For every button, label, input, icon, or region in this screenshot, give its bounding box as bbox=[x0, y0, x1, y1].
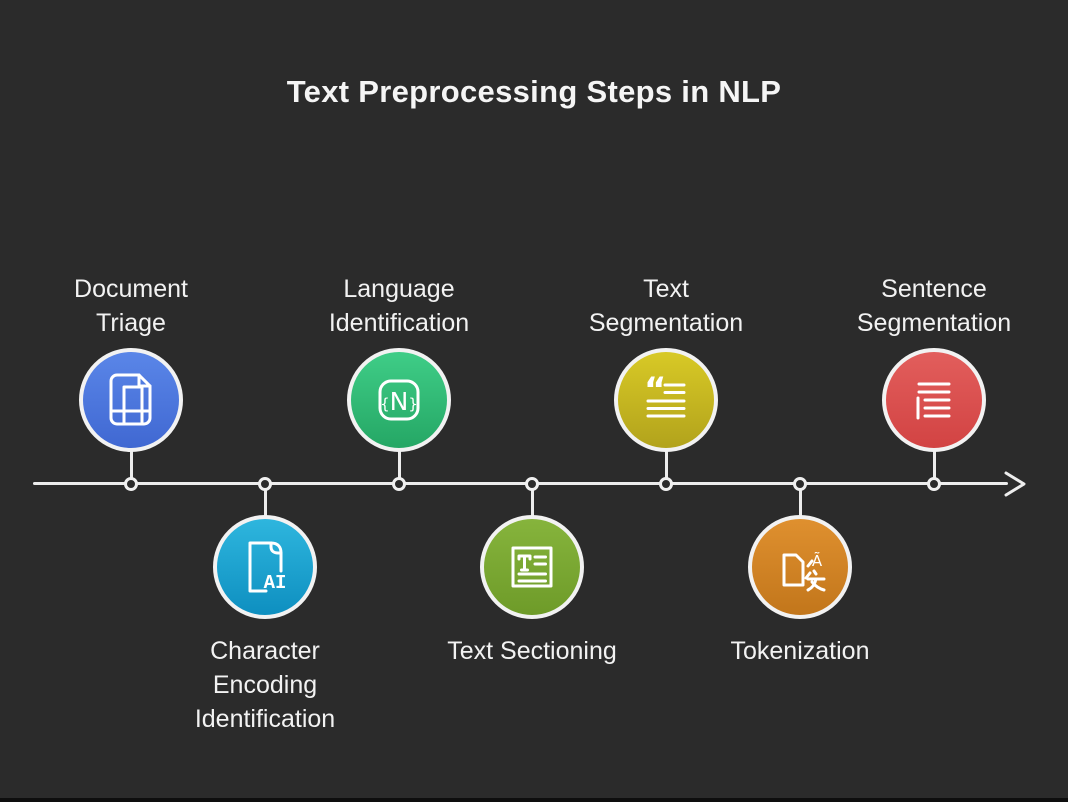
timeline-node-dot bbox=[927, 476, 941, 491]
step-label: Document Triage bbox=[74, 275, 188, 337]
svg-text:{N}: {N} bbox=[380, 387, 418, 416]
translate-icon: Ã bbox=[782, 551, 826, 592]
step-connector-line bbox=[530, 483, 534, 519]
step-label: Tokenization bbox=[730, 637, 870, 665]
step-circle: “ bbox=[614, 348, 718, 452]
nativescript-n-icon: {N} bbox=[378, 379, 420, 421]
step-circle bbox=[882, 348, 986, 452]
step-label: Sentence Segmentation bbox=[856, 275, 1012, 337]
page-title: Text Preprocessing Steps in NLP bbox=[286, 74, 782, 109]
step-circle bbox=[79, 348, 183, 452]
step-circle bbox=[480, 515, 584, 619]
ai-document-icon: AI bbox=[248, 541, 287, 594]
quote-lines-icon: “ bbox=[644, 370, 686, 418]
step-connector-line bbox=[932, 448, 936, 484]
timeline-arrow-icon bbox=[1004, 471, 1026, 497]
timeline-line bbox=[33, 482, 1008, 485]
timeline-node-dot bbox=[659, 476, 673, 491]
step-label: Text Segmentation bbox=[588, 275, 744, 337]
document-layout-icon bbox=[109, 373, 152, 426]
svg-text:Ã: Ã bbox=[812, 551, 823, 570]
step-label: Language Identification bbox=[328, 275, 470, 337]
svg-text:AI: AI bbox=[264, 572, 287, 594]
timeline-node-dot bbox=[793, 476, 807, 491]
footer-bar bbox=[0, 798, 1068, 802]
svg-text:“: “ bbox=[644, 370, 666, 410]
paragraph-lines-icon bbox=[916, 382, 951, 420]
timeline-node-dot bbox=[124, 476, 138, 491]
timeline-node-dot bbox=[392, 476, 406, 491]
step-connector-line bbox=[664, 448, 668, 484]
step-circle: {N} bbox=[347, 348, 451, 452]
timeline-node-dot bbox=[258, 476, 272, 491]
step-label: Character Encoding Identification bbox=[194, 637, 336, 733]
step-circle: AI bbox=[213, 515, 317, 619]
step-connector-line bbox=[129, 448, 133, 484]
step-connector-line bbox=[397, 448, 401, 484]
step-connector-line bbox=[798, 483, 802, 519]
step-label: Text Sectioning bbox=[447, 637, 617, 665]
step-connector-line bbox=[263, 483, 267, 519]
step-circle: Ã bbox=[748, 515, 852, 619]
timeline-node-dot bbox=[525, 476, 539, 491]
text-section-icon bbox=[511, 546, 553, 588]
